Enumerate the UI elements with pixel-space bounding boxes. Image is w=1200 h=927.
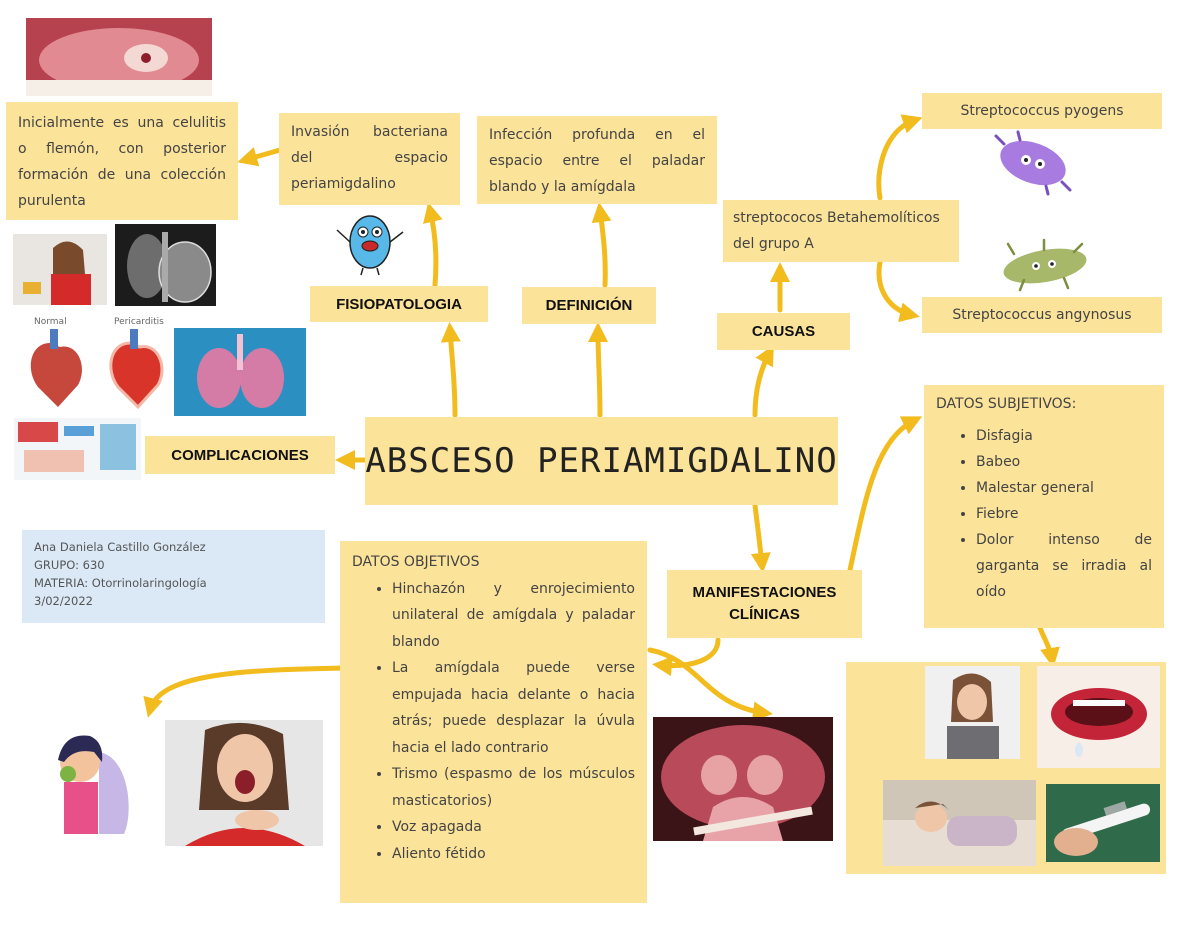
datos-objetivos-header: DATOS OBJETIVOS — [352, 554, 480, 570]
woman-neck-pain-photo — [925, 666, 1020, 759]
heart-pericarditis-label: Pericarditis — [114, 317, 164, 327]
woman-throat-pain-photo — [165, 720, 323, 846]
girl-eating-cartoon — [44, 722, 134, 834]
woman-sore-throat-photo — [13, 234, 107, 305]
lungs-illustration — [174, 328, 306, 416]
causas-pyogens-text: Streptococcus pyogens — [922, 93, 1162, 129]
datos-objetivos-box: DATOS OBJETIVOS Hinchazón y enrojecimien… — [340, 541, 647, 903]
subjetivo-item: Malestar general — [976, 475, 1152, 501]
subjetivo-item: Fiebre — [976, 501, 1152, 527]
definicion-text: Infección profunda en el espacio entre e… — [477, 116, 717, 204]
manifestaciones-label: MANIFESTACIONES CLÍNICAS — [667, 570, 862, 638]
germ-monster-cartoon — [333, 202, 407, 276]
celulitis-text: Inicialmente es una celulitis o flemón, … — [6, 102, 238, 220]
author-date: 3/02/2022 — [34, 594, 93, 608]
objetivo-item: La amígdala puede verse empujada hacia d… — [392, 655, 635, 761]
datos-subjetivos-header: DATOS SUBJETIVOS: — [936, 396, 1077, 412]
mouth-abscess-photo — [26, 18, 212, 96]
subjetivo-item: Dolor intenso de garganta se irradia al … — [976, 527, 1152, 605]
author-name: Ana Daniela Castillo González — [34, 540, 206, 554]
subjetivo-item: Babeo — [976, 449, 1152, 475]
objetivo-item: Trismo (espasmo de los músculos masticat… — [392, 761, 635, 814]
heart-normal-label: Normal — [34, 317, 67, 327]
causas-label: CAUSAS — [717, 313, 850, 350]
lips-drooling-photo — [1037, 666, 1160, 768]
thermometer-photo — [1046, 784, 1160, 862]
objetivo-item: Hinchazón y enrojecimiento unilateral de… — [392, 576, 635, 656]
complicaciones-label: COMPLICACIONES — [145, 436, 335, 474]
tonsil-abscess-photo — [653, 717, 833, 841]
author-info-box: Ana Daniela Castillo González GRUPO: 630… — [22, 530, 325, 623]
causas-main-text: streptococos Betahemolíticos del grupo A — [723, 200, 959, 262]
sick-child-bed-photo — [883, 780, 1036, 866]
central-title: ABSCESO PERIAMIGDALINO — [365, 441, 838, 481]
objetivo-item: Aliento fétido — [392, 841, 635, 868]
fisiopatologia-label: FISIOPATOLOGIA — [310, 286, 488, 322]
definicion-label: DEFINICIÓN — [522, 287, 656, 324]
purple-bacteria-cartoon — [990, 130, 1076, 196]
heart-comparison-image: Normal Pericarditis — [20, 315, 170, 411]
chest-xray-photo — [115, 224, 216, 306]
green-bacteria-cartoon — [994, 236, 1096, 296]
author-subject: MATERIA: Otorrinolaringología — [34, 576, 207, 590]
datos-subjetivos-box: DATOS SUBJETIVOS: Disfagia Babeo Malesta… — [924, 385, 1164, 628]
subjetivo-item: Disfagia — [976, 423, 1152, 449]
central-title-box: ABSCESO PERIAMIGDALINO — [365, 417, 838, 505]
fisiopatologia-invasion-text: Invasión bacteriana del espacio periamig… — [279, 113, 460, 205]
author-group: GRUPO: 630 — [34, 558, 105, 572]
objetivo-item: Voz apagada — [392, 814, 635, 841]
sepsis-diagram-image — [14, 418, 141, 480]
causas-angynosus-text: Streptococcus angynosus — [922, 297, 1162, 333]
